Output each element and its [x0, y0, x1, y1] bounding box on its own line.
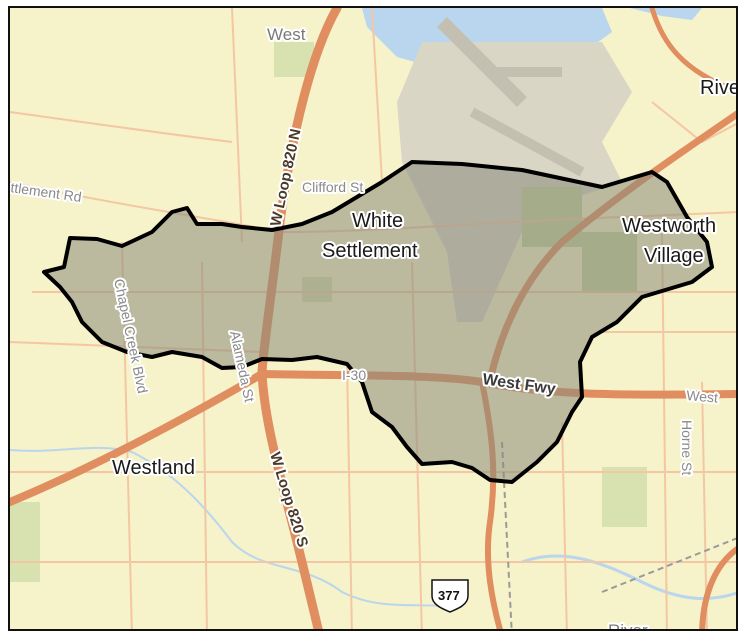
label-river-top: Rive: [700, 77, 738, 99]
label-westland: Westland: [112, 457, 195, 479]
label-i30: I-30: [342, 367, 366, 383]
label-river-bottom: River: [608, 621, 648, 631]
label-westworth-1: Westworth: [622, 215, 716, 237]
label-us-377: 377: [438, 588, 460, 603]
label-west-short: West: [686, 387, 719, 406]
label-white-settlement-1: White: [352, 210, 403, 232]
river-water: [521, 554, 736, 600]
label-horne-st: Horne St: [679, 420, 695, 475]
creek-water: [10, 446, 463, 608]
label-westworth-2: Village: [644, 245, 704, 267]
label-west: West: [267, 25, 306, 44]
park-5: [10, 502, 40, 582]
runway: [437, 17, 527, 107]
watershed-boundary[interactable]: [42, 160, 714, 484]
label-white-settlement-2: Settlement: [322, 240, 418, 262]
us-377-shield: [431, 579, 469, 613]
label-clifford-st: Clifford St: [302, 179, 363, 195]
map-canvas[interactable]: West White Settlement Westworth Village …: [10, 8, 738, 631]
park-4: [602, 467, 647, 527]
lake-water-2: [630, 8, 702, 20]
map-frame: West White Settlement Westworth Village …: [8, 6, 738, 631]
runway-2: [469, 67, 585, 177]
